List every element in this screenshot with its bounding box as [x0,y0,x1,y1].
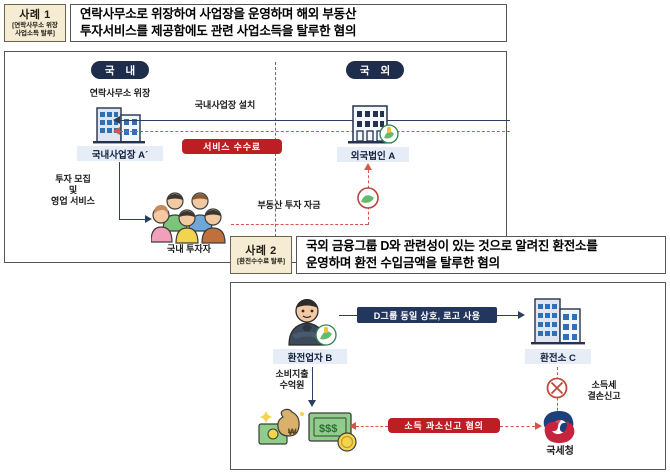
money-bag-icon: ₩ [257,405,313,449]
label-spending-line1: 소비지출 [275,369,309,379]
banner-underreport: 소득 과소신고 혐의 [388,418,500,433]
case1-tag-sub-line2: 사업소득 탈루] [15,29,55,37]
underreport-line-right [500,426,535,427]
chip-investors-label: 국내 투자자 [167,244,211,254]
money-circle-icon [357,187,379,209]
label-deficit-line2: 결손신고 [587,391,621,401]
banner-same-brand: D그룹 동일 상호, 로고 사용 [357,307,497,323]
chip-nts-label: 국세청 [546,446,574,457]
chip-exchange-office: 환전소 C [525,349,591,364]
case1-title: 연락사무소로 위장하여 사업장을 운영하며 해외 부동산 투자서비스를 제공함에… [70,4,507,42]
same-brand-line-left [339,315,357,316]
service-fee-arrow-head [113,127,120,135]
same-brand-arrow-head [518,311,525,319]
underreport-line-left [356,426,388,427]
domestic-foreign-divider [275,62,276,252]
label-investment-recruitment: 투자 모집 및 영업 서비스 [29,174,117,207]
label-invest-line1: 투자 모집 [55,174,91,184]
case2-tag: 사례 2 [환전수수료 탈루] [230,236,292,274]
exchange-office-building-icon [529,293,587,347]
label-consumption-spending: 소비지출 수억원 [259,369,325,391]
case2-diagram-panel: 환전업자 B D그룹 동일 상호, 로고 사용 [230,282,666,470]
investment-arrow-vertical [119,162,120,219]
svg-text:$$$: $$$ [319,423,337,435]
chip-exchanger: 환전업자 B [273,349,347,364]
label-office-disguise: 연락사무소 위장 [89,88,151,98]
case2-title: 국외 금융그룹 D와 관련성이 있는 것으로 알려진 환전소를 운영하며 환전 … [296,236,666,274]
underreport-arrow-head-right [535,422,542,430]
case1-tag: 사례 1 [연락사무소 위장 사업소득 탈루] [4,4,66,42]
region-pill-foreign: 국 외 [346,61,404,79]
spending-arrow-head [308,400,316,407]
establish-arrow-head [113,116,120,124]
svg-text:₩: ₩ [288,427,297,437]
realestate-fund-line-h [231,224,368,225]
realestate-fund-arrow-head [364,163,372,170]
case2-title-line1: 국외 금융그룹 D와 관련성이 있는 것으로 알려진 환전소를 [306,239,598,253]
case1-tag-sub-line1: [연락사무소 위장 [12,21,58,29]
spending-arrow-line [312,367,313,401]
underreport-arrow-head-left [349,422,356,430]
label-deficit-line1: 소득세 [591,380,617,390]
foreign-building-icon [345,102,401,146]
case1-title-line2: 투자서비스를 제공함에도 관련 사업소득을 탈루한 혐의 [80,24,357,38]
label-income-tax-deficit: 소득세 결손신고 [573,380,635,402]
case1-diagram-panel: 국 내 국 외 연락사무소 위장 국내사업장 A´ 국내사업장 설치 [4,51,510,263]
case1-tag-title: 사례 1 [19,8,51,21]
businessman-icon [279,295,341,347]
region-pill-domestic: 국 내 [91,61,149,79]
banner-service-fee: 서비스 수수료 [182,139,282,154]
case2-tag-title: 사례 2 [245,244,277,257]
chip-domestic-office: 국내사업장 A´ [77,146,163,161]
money-stack-icon: $$$ [307,409,363,453]
same-brand-line-right [497,315,519,316]
case2-title-line2: 운영하며 환전 수입금액을 탈루한 혐의 [306,256,500,270]
case1-title-line1: 연락사무소로 위장하여 사업장을 운영하며 해외 부동산 [80,7,357,21]
establish-arrow-line [120,120,510,121]
label-invest-line3: 영업 서비스 [51,196,95,206]
nts-taegeuk-logo-icon [539,409,579,445]
investment-arrow-horizontal [119,219,146,220]
label-establish-domestic-office: 국내사업장 설치 [194,100,256,110]
investor-group-icon [150,190,227,244]
label-realestate-fund: 부동산 투자 자금 [257,200,321,210]
blocked-circle-icon [546,377,568,399]
service-fee-arrow-line [120,131,510,132]
label-invest-line2: 및 [68,185,78,195]
chip-foreign-corp: 외국법인 A [337,147,409,162]
case2-tag-sub: [환전수수료 탈루] [237,257,285,265]
investment-arrow-head [145,215,152,223]
office-building-icon [91,104,149,144]
label-spending-line2: 수억원 [279,380,305,390]
